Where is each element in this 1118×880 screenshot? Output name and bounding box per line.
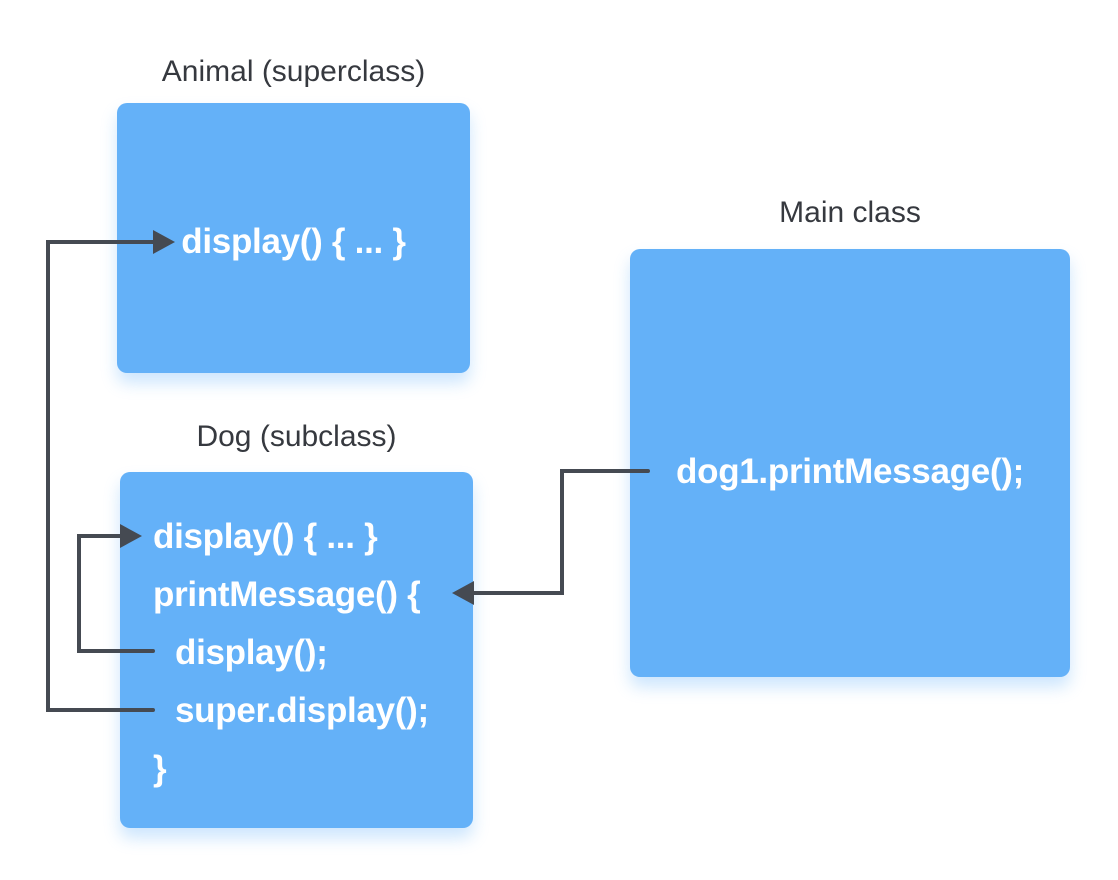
main-class-label: Main class — [779, 196, 921, 229]
dog-display-method: display() { ... } — [153, 517, 378, 556]
printmessage-call-arrow-line — [472, 469, 650, 595]
dog-subclass-label: Dog (subclass) — [196, 420, 397, 453]
main-printmessage-call-statement: dog1.printMessage(); — [676, 452, 1024, 491]
animal-superclass-box: display() { ... } — [117, 103, 470, 373]
printmessage-call-arrow — [452, 469, 650, 605]
dog-closing-brace: } — [153, 749, 167, 788]
dog-printmessage-method: printMessage() { — [153, 575, 421, 614]
main-class-box: dog1.printMessage(); — [630, 249, 1070, 677]
dog-subclass-box: display() { ... } printMessage() { displ… — [120, 472, 473, 828]
animal-superclass-label: Animal (superclass) — [161, 55, 426, 88]
dog-display-call-statement: display(); — [175, 633, 328, 672]
dog-code-block: display() { ... } printMessage() { displ… — [120, 472, 473, 798]
dog-super-display-call-statement: super.display(); — [175, 691, 429, 730]
animal-display-method: display() { ... } — [181, 222, 406, 261]
